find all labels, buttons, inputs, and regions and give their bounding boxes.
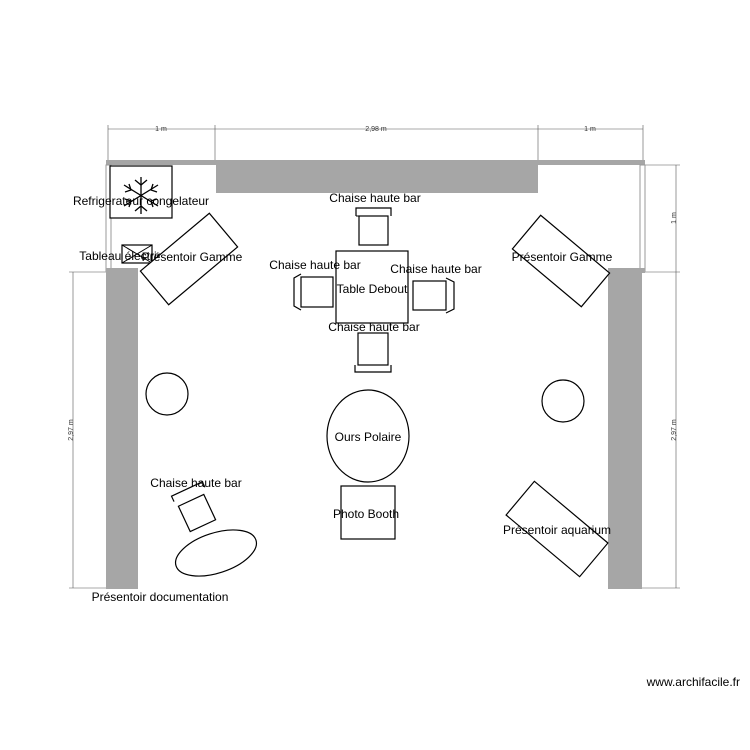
snowflake-icon bbox=[123, 177, 159, 214]
dimension-right-side: 2,97 m bbox=[640, 272, 680, 589]
watermark: www.archifacile.fr bbox=[646, 675, 740, 689]
electric-panel: Tableau électrique bbox=[79, 244, 177, 264]
chair-top: Chaise haute bar bbox=[329, 191, 421, 246]
svg-text:1 m: 1 m bbox=[155, 126, 167, 133]
display-gamme-right: Présentoir Gamme bbox=[511, 214, 613, 308]
chair-bottom-label: Chaise haute bar bbox=[328, 320, 419, 334]
svg-text:2,97 m: 2,97 m bbox=[671, 419, 678, 441]
svg-text:1 m: 1 m bbox=[584, 126, 596, 133]
dimension-right-upper: 1 m bbox=[640, 164, 680, 273]
display-aquarium: Présentoir aquarium bbox=[503, 480, 611, 578]
display-gamme-left: Présentoir Gamme bbox=[139, 212, 243, 306]
photo-booth: Photo Booth bbox=[333, 485, 399, 540]
dimension-left-side: 2,97 m bbox=[68, 271, 108, 589]
chair-top-label: Chaise haute bar bbox=[329, 191, 420, 205]
display-documentation-label: Présentoir documentation bbox=[92, 590, 229, 604]
chair-lower-left: Chaise haute bar bbox=[150, 476, 242, 533]
round-table-left bbox=[145, 372, 189, 416]
dimension-top-right: 1 m bbox=[538, 125, 644, 160]
chair-left-label: Chaise haute bar bbox=[269, 258, 360, 272]
chair-left: Chaise haute bar bbox=[269, 258, 361, 311]
fridge: Refrigerateur congelateur bbox=[73, 165, 209, 219]
round-table-right bbox=[541, 379, 585, 423]
chair-bottom: Chaise haute bar bbox=[328, 320, 420, 373]
chair-right: Chaise haute bar bbox=[390, 262, 482, 314]
polar-bear: Ours Polaire bbox=[326, 389, 410, 483]
photo-booth-label: Photo Booth bbox=[333, 507, 399, 521]
dimension-top-left: 1 m bbox=[107, 125, 216, 160]
display-aquarium-label: Présentoir aquarium bbox=[503, 523, 611, 537]
display-gamme-left-label: Présentoir Gamme bbox=[142, 250, 243, 264]
display-gamme-right-label: Présentoir Gamme bbox=[512, 250, 613, 264]
polar-bear-label: Ours Polaire bbox=[335, 430, 402, 444]
svg-text:1 m: 1 m bbox=[671, 212, 678, 224]
walls bbox=[105, 160, 646, 589]
standing-table: Table Debout bbox=[335, 250, 409, 324]
electric-panel-label: Tableau électrique bbox=[79, 249, 177, 263]
svg-text:2,98 m: 2,98 m bbox=[365, 126, 387, 133]
svg-text:2,97 m: 2,97 m bbox=[68, 419, 75, 441]
fridge-label: Refrigerateur congelateur bbox=[73, 194, 209, 208]
chair-right-label: Chaise haute bar bbox=[390, 262, 481, 276]
chair-lower-left-label: Chaise haute bar bbox=[150, 476, 241, 490]
standing-table-label: Table Debout bbox=[337, 282, 408, 296]
dimension-top-middle: 2,98 m bbox=[215, 125, 539, 160]
display-documentation: Présentoir documentation bbox=[92, 529, 258, 604]
